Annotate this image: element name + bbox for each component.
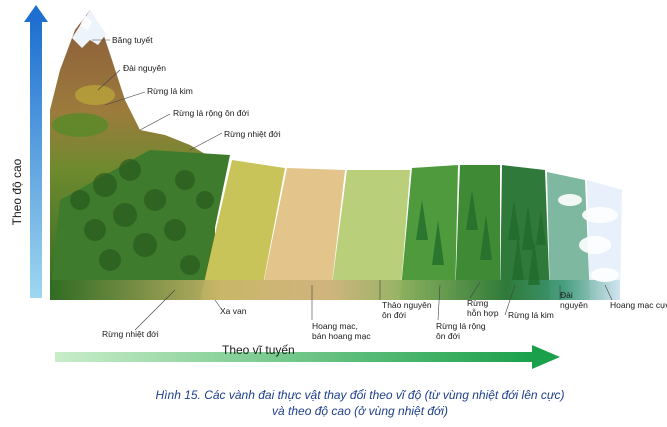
label-snow: Băng tuyết [112,35,153,45]
ground-front [50,280,620,300]
snow-cap [72,10,106,48]
label-belt-savanna: Xa van [220,306,247,316]
belt-broadleaf [400,165,458,300]
leader-lines [92,39,613,331]
belt-desert [260,168,345,300]
altitude-arrow [24,5,48,298]
label-alpine-tundra: Đài nguyên [123,63,167,73]
caption-line-1: Hình 15. Các vành đai thực vật thay đổi … [155,388,565,402]
label-belt-conifer: Rừng lá kim [508,310,554,320]
tundra-patch [75,85,115,105]
latitude-arrow [55,345,560,369]
conifer-trees [416,190,546,285]
belt-savanna [200,160,285,300]
belt-mixed-forest [455,165,500,300]
polar-snow [558,194,619,282]
figure-caption: Hình 15. Các vành đai thực vật thay đổi … [90,387,630,419]
label-belt-mixed-forest: Rừng hỗn hợp [467,298,499,318]
label-alpine-temperate-broadleaf: Rừng lá rộng ôn đới [173,108,250,118]
label-belt-polar-desert: Hoang mạc cực [610,300,667,310]
label-alpine-tropical: Rừng nhiệt đới [224,129,281,139]
latitude-axis-label: Theo vĩ tuyến [222,343,295,357]
tropical-trees [70,159,214,275]
label-belt-tundra: Đài nguyên [560,290,588,310]
label-belt-tropical: Rừng nhiệt đới [102,329,159,339]
label-alpine-conifer: Rừng lá kim [147,86,193,96]
caption-line-2: và theo độ cao (ở vùng nhiệt đới) [272,404,448,418]
belt-tundra [547,172,590,300]
altitude-axis-label: Theo độ cao [10,158,24,226]
label-belt-steppe: Thảo nguyên ôn đới [382,300,432,320]
belt-steppe [330,170,410,300]
label-belt-temperate-broadleaf: Rừng lá rộng ôn đới [436,321,486,341]
label-belt-desert: Hoang mạc, bán hoang mạc [312,321,371,341]
